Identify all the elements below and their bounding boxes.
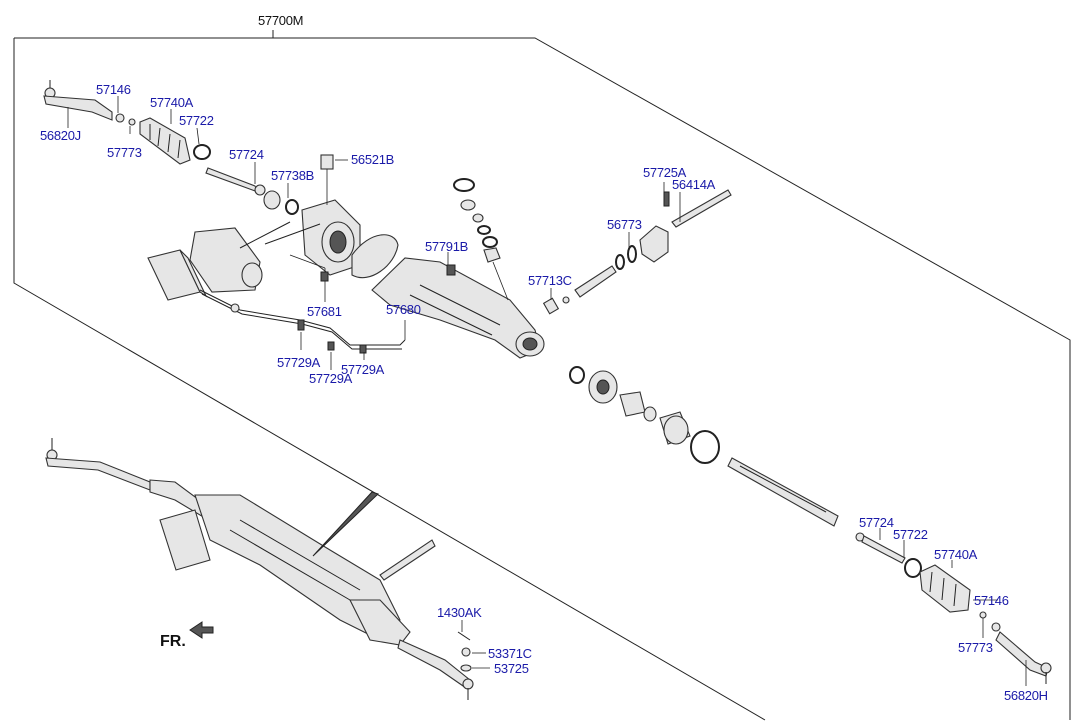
boot-57740a-bot xyxy=(919,564,971,613)
label-57713c[interactable]: 57713C xyxy=(528,273,572,288)
tie-rod-end-left xyxy=(43,80,113,128)
label-57680[interactable]: 57680 xyxy=(386,302,421,317)
label-57724-bot[interactable]: 57724 xyxy=(859,515,894,530)
label-56414a[interactable]: 56414A xyxy=(672,177,716,192)
sensor-56414a xyxy=(639,189,732,263)
inner-tie-rod-57724-top xyxy=(205,167,266,196)
assembly-boundary xyxy=(13,30,1071,721)
label-56820h[interactable]: 56820H xyxy=(1004,688,1048,703)
boot-57740a-top xyxy=(139,117,191,165)
inner-tie-rod-57724-bot xyxy=(855,532,906,564)
label-57725a[interactable]: 57725A xyxy=(643,165,687,180)
cover-plate xyxy=(351,234,399,279)
nut-57146-top xyxy=(115,113,136,126)
clamp-57722-bot xyxy=(904,558,922,578)
label-57729a-3[interactable]: 57729A xyxy=(341,362,385,377)
tie-rod-end-right xyxy=(995,631,1052,686)
label-57738b[interactable]: 57738B xyxy=(271,168,315,183)
ecu-module xyxy=(147,249,208,301)
rack-bar xyxy=(727,457,839,527)
label-53725[interactable]: 53725 xyxy=(494,661,529,676)
rack-housing xyxy=(371,257,545,359)
label-57773-bot[interactable]: 57773 xyxy=(958,640,993,655)
label-57681[interactable]: 57681 xyxy=(307,304,342,319)
bolt-57681 xyxy=(289,254,329,302)
pinion-shaft-57713c xyxy=(542,265,617,315)
bottom-small-parts xyxy=(457,631,472,672)
label-57729a-1[interactable]: 57729A xyxy=(277,355,321,370)
front-direction-label: FR. xyxy=(160,633,186,650)
wire-harness xyxy=(199,289,406,354)
nut-57146-bot xyxy=(979,611,1001,632)
pinion-top-parts xyxy=(453,178,509,301)
pinion-housing xyxy=(301,154,361,276)
label-57740a-bot[interactable]: 57740A xyxy=(934,547,978,562)
motor-assembly xyxy=(189,221,321,293)
front-direction-arrow xyxy=(189,621,214,639)
label-53371c[interactable]: 53371C xyxy=(488,646,532,661)
label-57722-bot[interactable]: 57722 xyxy=(893,527,928,542)
leader-lines xyxy=(117,96,998,669)
bushing-57738b xyxy=(263,190,299,215)
label-57791b[interactable]: 57791B xyxy=(425,239,469,254)
label-57773-top[interactable]: 57773 xyxy=(107,145,142,160)
bearing-56773 xyxy=(615,245,637,270)
label-56521b[interactable]: 56521B xyxy=(351,152,395,167)
label-56820j[interactable]: 56820J xyxy=(40,128,81,143)
label-57740a-top[interactable]: 57740A xyxy=(150,95,194,110)
clamp-57722-top xyxy=(193,144,211,160)
label-57722-top[interactable]: 57722 xyxy=(179,113,214,128)
label-57146-top[interactable]: 57146 xyxy=(96,82,131,97)
rack-bearings xyxy=(569,366,720,464)
label-1430ak[interactable]: 1430AK xyxy=(437,605,482,620)
label-57729a-2[interactable]: 57729A xyxy=(309,371,353,386)
label-57724-top[interactable]: 57724 xyxy=(229,147,264,162)
label-56773[interactable]: 56773 xyxy=(607,217,642,232)
label-57146-bot[interactable]: 57146 xyxy=(974,593,1009,608)
assembled-steering-gear xyxy=(45,438,474,700)
label-57700m[interactable]: 57700M xyxy=(258,13,304,28)
